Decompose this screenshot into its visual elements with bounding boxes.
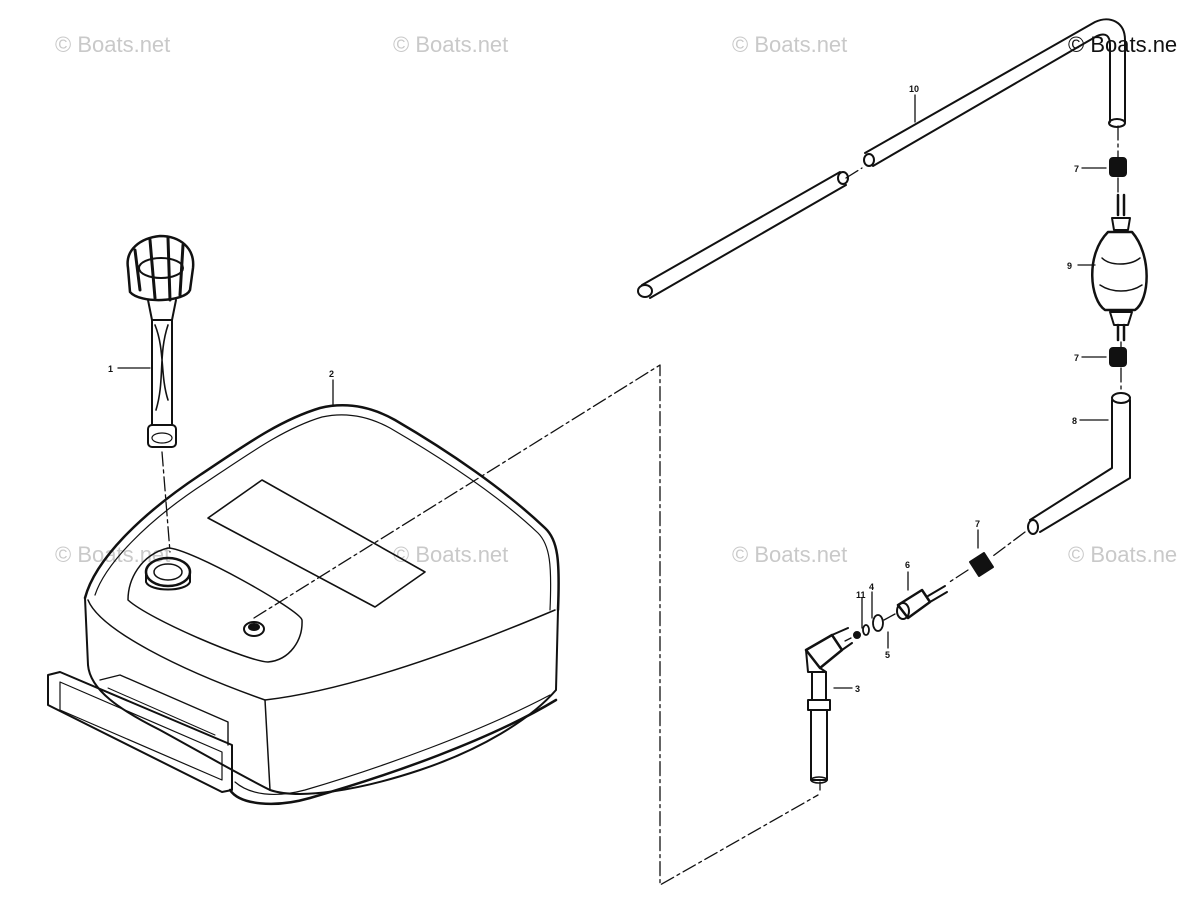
leader-lines — [117, 94, 1109, 689]
cap-gauge-assembly — [126, 234, 195, 448]
clamp — [1109, 347, 1127, 367]
callout-5: 5 — [885, 650, 890, 660]
gasket — [872, 614, 884, 632]
watermark: © Boats.net — [393, 542, 509, 567]
fuel-tank — [47, 404, 560, 806]
callout-2: 2 — [329, 369, 334, 379]
connector — [896, 585, 948, 620]
callout-4: 4 — [869, 582, 874, 592]
watermark: © Boats.net — [732, 32, 848, 57]
o-ring-small — [853, 631, 861, 639]
clamp — [969, 552, 994, 577]
callout-11: 11 — [856, 590, 866, 600]
hose-bent — [1027, 392, 1131, 535]
hose-long — [637, 18, 1126, 299]
clamp — [1109, 157, 1127, 177]
callout-3: 3 — [855, 684, 860, 694]
callout-1: 1 — [108, 364, 113, 374]
watermark: © Boats.net — [55, 32, 171, 57]
watermark: © Boats.ne — [1068, 32, 1178, 57]
callout-8: 8 — [1072, 416, 1077, 426]
assembly-lines — [161, 125, 1122, 886]
callout-6: 6 — [905, 560, 910, 570]
callout-9: 9 — [1067, 261, 1072, 271]
callout-7: 7 — [975, 519, 980, 529]
callout-7: 7 — [1074, 164, 1079, 174]
callout-7: 7 — [1074, 353, 1079, 363]
o-ring — [862, 624, 870, 636]
callout-10: 10 — [909, 84, 919, 94]
watermark: © Boats.net — [393, 32, 509, 57]
primer-bulb — [1091, 193, 1148, 342]
fuel-pickup — [804, 627, 853, 784]
watermark: © Boats.ne — [1068, 542, 1178, 567]
watermark: © Boats.net — [732, 542, 848, 567]
